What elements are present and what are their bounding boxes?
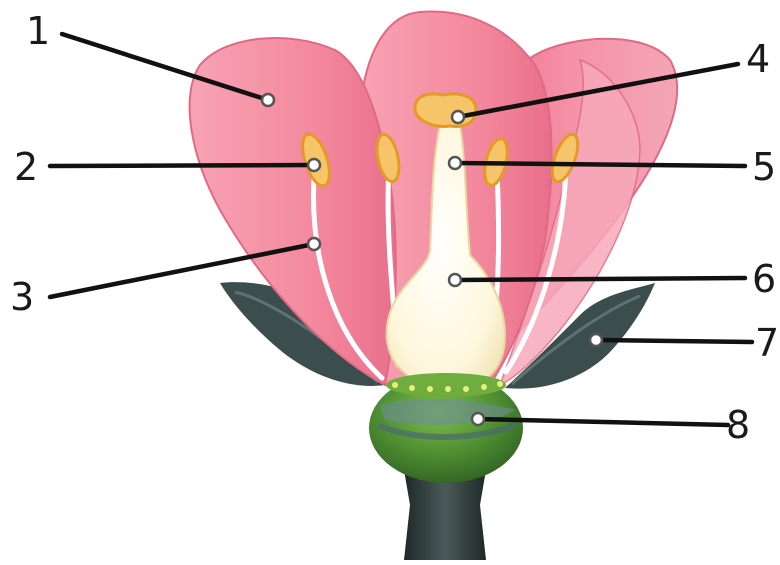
label-5: 5	[752, 145, 776, 189]
flower-stalk	[404, 470, 486, 560]
leader-7	[596, 340, 752, 342]
leader-5	[455, 163, 745, 166]
leader-6	[455, 278, 745, 280]
label-1: 1	[26, 9, 50, 53]
pointer-dot-3	[308, 238, 320, 250]
label-7: 7	[755, 321, 779, 365]
label-8: 8	[726, 403, 750, 447]
pointer-dot-5	[449, 157, 461, 169]
pointer-dot-4	[452, 111, 464, 123]
pointer-dot-7	[590, 334, 602, 346]
stigma-shape	[415, 94, 476, 127]
label-2: 2	[14, 145, 38, 189]
label-3: 3	[10, 275, 34, 319]
pointer-dot-8	[472, 413, 484, 425]
pointer-dot-1	[262, 94, 274, 106]
receptacle	[369, 373, 523, 483]
pointer-dot-2	[308, 159, 320, 171]
label-4: 4	[746, 37, 770, 81]
pointer-dot-6	[449, 274, 461, 286]
label-6: 6	[752, 257, 776, 301]
leader-2	[50, 165, 314, 166]
